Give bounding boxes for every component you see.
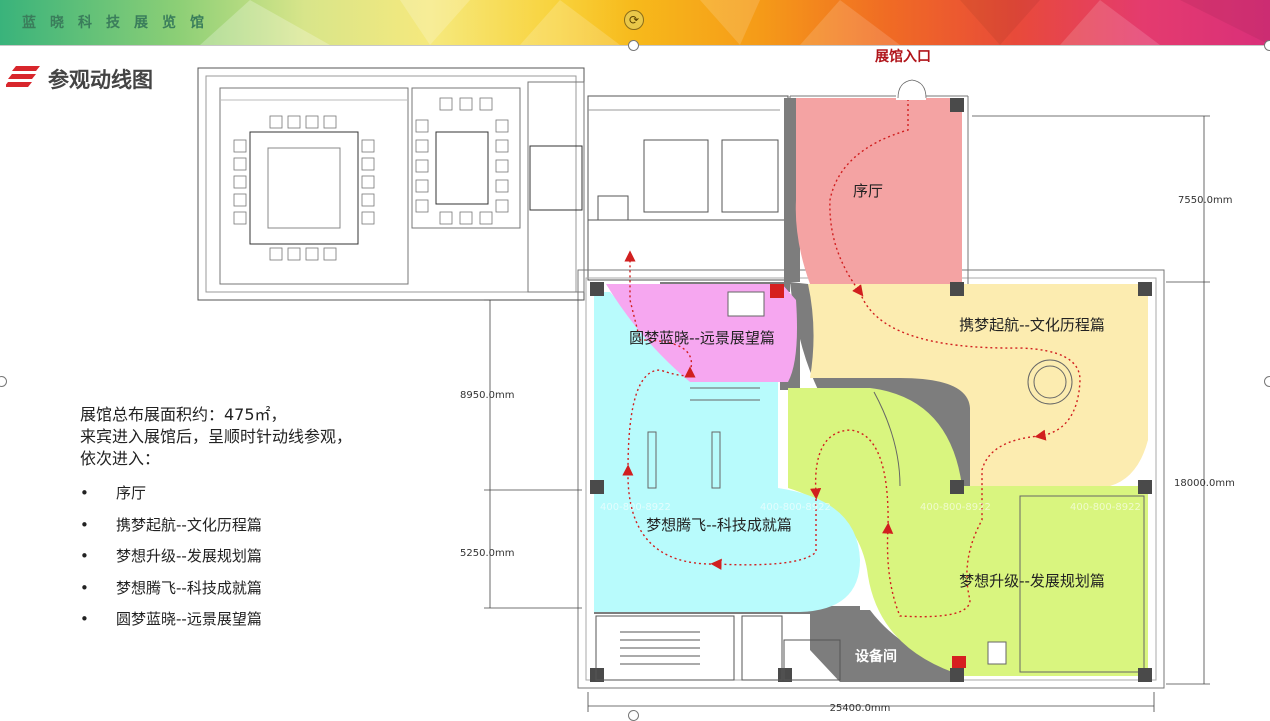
equipment-room-label: 设备间 bbox=[855, 648, 897, 665]
entrance-label: 展馆入口 bbox=[875, 48, 931, 65]
list-item: •圆梦蓝晓--远景展望篇 bbox=[80, 610, 262, 628]
watermark: 400-800-8922 400-800-8922 400-800-8922 4… bbox=[600, 502, 1141, 513]
svg-text:400-800-8922: 400-800-8922 bbox=[600, 502, 671, 513]
dimension-right-top: 7550.0mm bbox=[1178, 195, 1232, 206]
meeting-area-drawing bbox=[197, 67, 585, 301]
zone-tech-achievement bbox=[594, 292, 860, 612]
zone-list: •序厅 •携梦起航--文化历程篇 •梦想升级--发展规划篇 •梦想腾飞--科技成… bbox=[80, 482, 460, 640]
svg-text:400-800-8922: 400-800-8922 bbox=[920, 502, 991, 513]
staircase-drawing bbox=[595, 615, 841, 681]
info-route-line: 来宾进入展馆后，呈顺时针动线参观， bbox=[80, 427, 353, 446]
dimension-left-lower: 5250.0mm bbox=[460, 548, 514, 559]
bullet-icon: • bbox=[80, 610, 89, 628]
list-item: •梦想腾飞--科技成就篇 bbox=[80, 578, 262, 597]
selection-handle-left[interactable] bbox=[0, 376, 7, 387]
visit-route bbox=[622, 84, 1081, 618]
info-sequence-line: 依次进入： bbox=[80, 449, 161, 468]
zone-label-vision: 圆梦蓝晓--远景展望篇 bbox=[629, 329, 775, 347]
zone-development-plan bbox=[788, 388, 1148, 676]
svg-text:400-800-8922: 400-800-8922 bbox=[760, 502, 831, 513]
pillars bbox=[590, 98, 1152, 682]
interior-details bbox=[647, 291, 1145, 673]
page-title: 参观动线图 bbox=[48, 68, 153, 92]
rotate-handle-icon[interactable]: ⟳ bbox=[624, 10, 644, 30]
entrance-door bbox=[896, 70, 926, 100]
zone-label-culture-history: 携梦起航--文化历程篇 bbox=[959, 316, 1105, 334]
bullet-icon: • bbox=[80, 515, 89, 534]
title-stripes-icon bbox=[6, 66, 40, 87]
svg-text:400-800-8922: 400-800-8922 bbox=[1070, 502, 1141, 513]
info-panel: 展馆总布展面积约：475㎡， 来宾进入展馆后，呈顺时针动线参观， 依次进入： •… bbox=[80, 404, 460, 640]
list-item: •梦想升级--发展规划篇 bbox=[80, 547, 262, 565]
info-area-line: 展馆总布展面积约：475㎡， bbox=[80, 405, 287, 424]
zone-preface-hall bbox=[795, 98, 962, 284]
bullet-icon: • bbox=[80, 547, 89, 565]
selection-handle-top-right[interactable] bbox=[1264, 40, 1270, 51]
chairs-drawing bbox=[233, 97, 509, 261]
dimension-left-upper: 8950.0mm bbox=[460, 390, 514, 401]
selection-handle-right[interactable] bbox=[1264, 376, 1270, 387]
zone-label-tech-achievement: 梦想腾飞--科技成就篇 bbox=[646, 516, 792, 534]
zone-label-development-plan: 梦想升级--发展规划篇 bbox=[959, 572, 1105, 590]
top-banner: 蓝晓科技展览馆 bbox=[0, 0, 1270, 45]
dimension-right-total: 18000.0mm bbox=[1174, 478, 1235, 489]
dimension-bottom: 25400.0mm bbox=[830, 703, 891, 714]
list-item: •携梦起航--文化历程篇 bbox=[80, 515, 262, 534]
zone-culture-history bbox=[808, 284, 1148, 486]
banner-title: 蓝晓科技展览馆 bbox=[22, 15, 218, 31]
restroom-drawing bbox=[587, 95, 789, 281]
bullet-icon: • bbox=[80, 484, 89, 502]
banner-pattern bbox=[200, 0, 1270, 45]
zone-label-preface-hall: 序厅 bbox=[853, 182, 883, 200]
list-item: •序厅 bbox=[80, 484, 147, 502]
selection-handle-top[interactable] bbox=[628, 40, 639, 51]
bullet-icon: • bbox=[80, 578, 89, 597]
dimension-lines bbox=[484, 115, 1210, 712]
